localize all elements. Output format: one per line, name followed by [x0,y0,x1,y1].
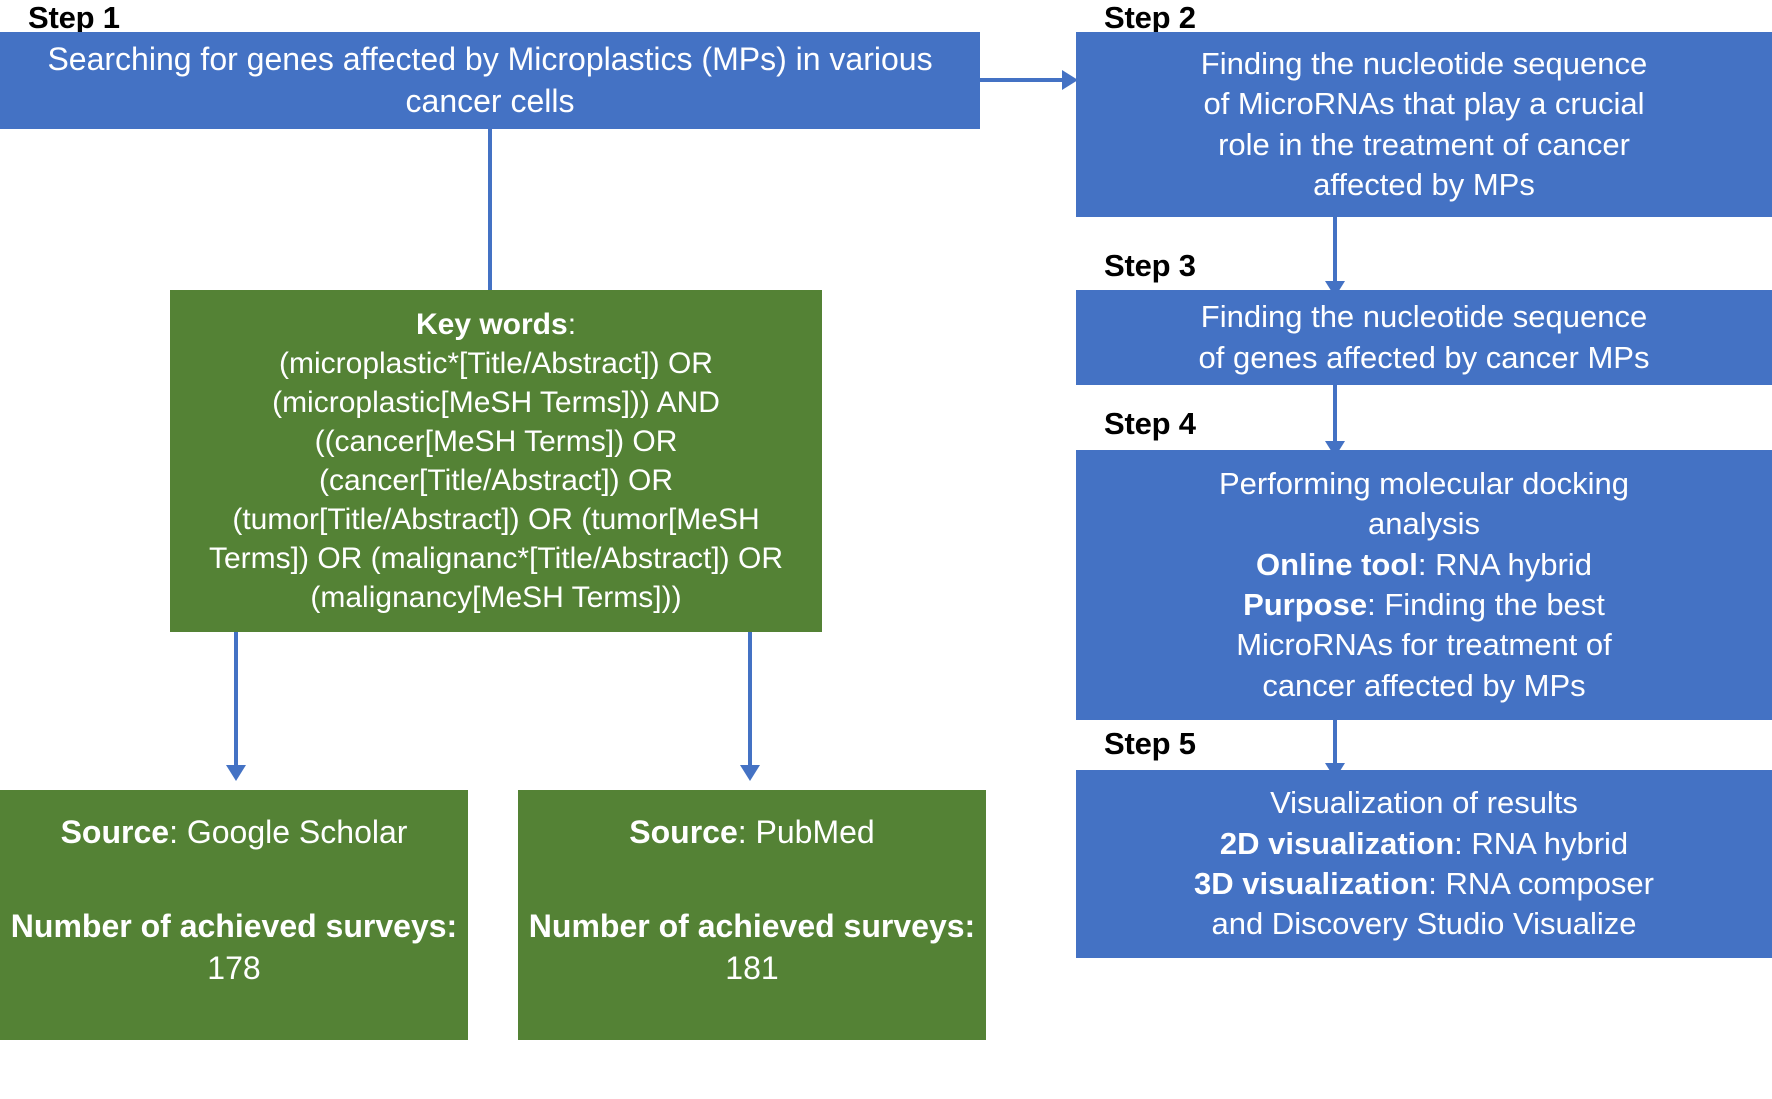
keywords-line-4: (cancer[Title/Abstract]) OR [319,464,673,497]
keywords-line-1: (microplastic*[Title/Abstract]) OR [279,347,713,380]
source-google-scholar-count-colon: : [446,907,458,944]
arrow-step1-to-step2 [1062,70,1078,90]
source-pubmed-count-title: Number of achieved surveys: [526,906,978,948]
keywords-line-2: (microplastic[MeSH Terms])) AND [272,386,720,419]
step-3-box[interactable]: Finding the nucleotide sequence of genes… [1076,290,1772,385]
step-1-line-2: cancer cells [405,82,575,119]
step-5-viz-2d-value: : RNA hybrid [1454,825,1629,861]
step-4-purpose-label: Purpose [1243,587,1368,622]
source-google-scholar-spacer [8,854,460,906]
step-3-line-1: Finding the nucleotide sequence [1200,299,1648,335]
keywords-title-label: Key words [415,308,568,341]
source-pubmed-spacer [526,854,978,906]
source-google-scholar-value: : Google Scholar [169,814,408,850]
step-4-line-2: analysis [1368,506,1480,542]
step-1-box[interactable]: Searching for genes affected by Micropla… [0,32,980,129]
step-2-line-4: affected by MPs [1313,166,1535,202]
step-5-viz-2d: 2D visualization: RNA hybrid [1084,824,1764,864]
step-5-label: Step 5 [1104,726,1196,761]
step-1-label: Step 1 [28,0,120,35]
connector-keywords-to-google-scholar [234,632,238,770]
step-5-viz-3d-label: 3D visualization [1194,866,1429,901]
source-pubmed-count-label: Number of achieved surveys [528,907,965,944]
step-5-box[interactable]: Visualization of results 2D visualizatio… [1076,770,1772,958]
step-2-line-3: role in the treatment of cancer [1218,126,1630,162]
step-2-line-2: of MicroRNAs that play a crucial [1203,86,1645,122]
step-4-online-tool-value: : RNA hybrid [1417,546,1592,582]
step-3-line-2: of genes affected by cancer MPs [1198,339,1650,375]
connector-step1-to-step2 [980,78,1066,82]
step-4-purpose: Purpose: Finding the best [1084,585,1764,625]
step-4-label: Step 4 [1104,406,1196,441]
step-4-online-tool: Online tool: RNA hybrid [1084,545,1764,585]
connector-keywords-to-pubmed [748,632,752,770]
source-google-scholar-count-label: Number of achieved surveys [10,907,447,944]
step-5-viz-3d: 3D visualization: RNA composer [1084,864,1764,904]
step-5-viz-3d-value: : RNA composer [1428,866,1654,901]
step-4-line-6: cancer affected by MPs [1262,667,1586,703]
connector-step1-to-keywords [488,129,492,291]
step-4-online-tool-label: Online tool [1256,546,1418,582]
source-google-scholar-count-value: 178 [207,949,261,986]
step-5-viz-2d-label: 2D visualization [1219,825,1455,861]
keywords-line-5: (tumor[Title/Abstract]) OR (tumor[MeSH [232,503,760,536]
step-5-line-1: Visualization of results [1270,785,1578,821]
keywords-line-6: Terms]) OR (malignanc*[Title/Abstract]) … [209,542,783,575]
step-2-label: Step 2 [1104,0,1196,35]
source-box-pubmed[interactable]: Source: PubMed Number of achieved survey… [518,790,986,1040]
keywords-line-7: (malignancy[MeSH Terms])) [310,581,682,614]
connector-step3-to-step4 [1333,385,1337,447]
arrow-keywords-to-pubmed [740,765,760,781]
step-4-line-5: MicroRNAs for treatment of [1236,627,1612,663]
source-pubmed-title: Source: PubMed [526,812,978,854]
keywords-box[interactable]: Key words: (microplastic*[Title/Abstract… [170,290,822,632]
keywords-title: Key words: [178,305,814,344]
keywords-title-colon: : [567,308,577,341]
arrow-keywords-to-google-scholar [226,765,246,781]
step-4-line-1: Performing molecular docking [1218,466,1630,502]
source-pubmed-count-colon: : [964,907,976,944]
source-google-scholar-label: Source [60,814,170,850]
step-3-label: Step 3 [1104,248,1196,283]
step-5-line-4: and Discovery Studio Visualize [1211,906,1637,942]
source-box-google-scholar[interactable]: Source: Google Scholar Number of achieve… [0,790,468,1040]
connector-step2-to-step3 [1333,217,1337,285]
source-google-scholar-count-title: Number of achieved surveys: [8,906,460,948]
connector-step4-to-step5 [1333,720,1337,768]
source-pubmed-label: Source [629,814,738,850]
source-google-scholar-title: Source: Google Scholar [8,812,460,854]
step-2-line-1: Finding the nucleotide sequence [1200,45,1648,81]
step-4-purpose-value: : Finding the best [1367,587,1605,622]
source-pubmed-count-value: 181 [725,949,779,986]
keywords-line-3: ((cancer[MeSH Terms]) OR [314,425,678,458]
step-1-line-1: Searching for genes affected by Micropla… [47,40,933,77]
source-pubmed-value: : PubMed [737,814,875,850]
step-4-box[interactable]: Performing molecular docking analysis On… [1076,450,1772,720]
step-2-box[interactable]: Finding the nucleotide sequence of Micro… [1076,32,1772,217]
